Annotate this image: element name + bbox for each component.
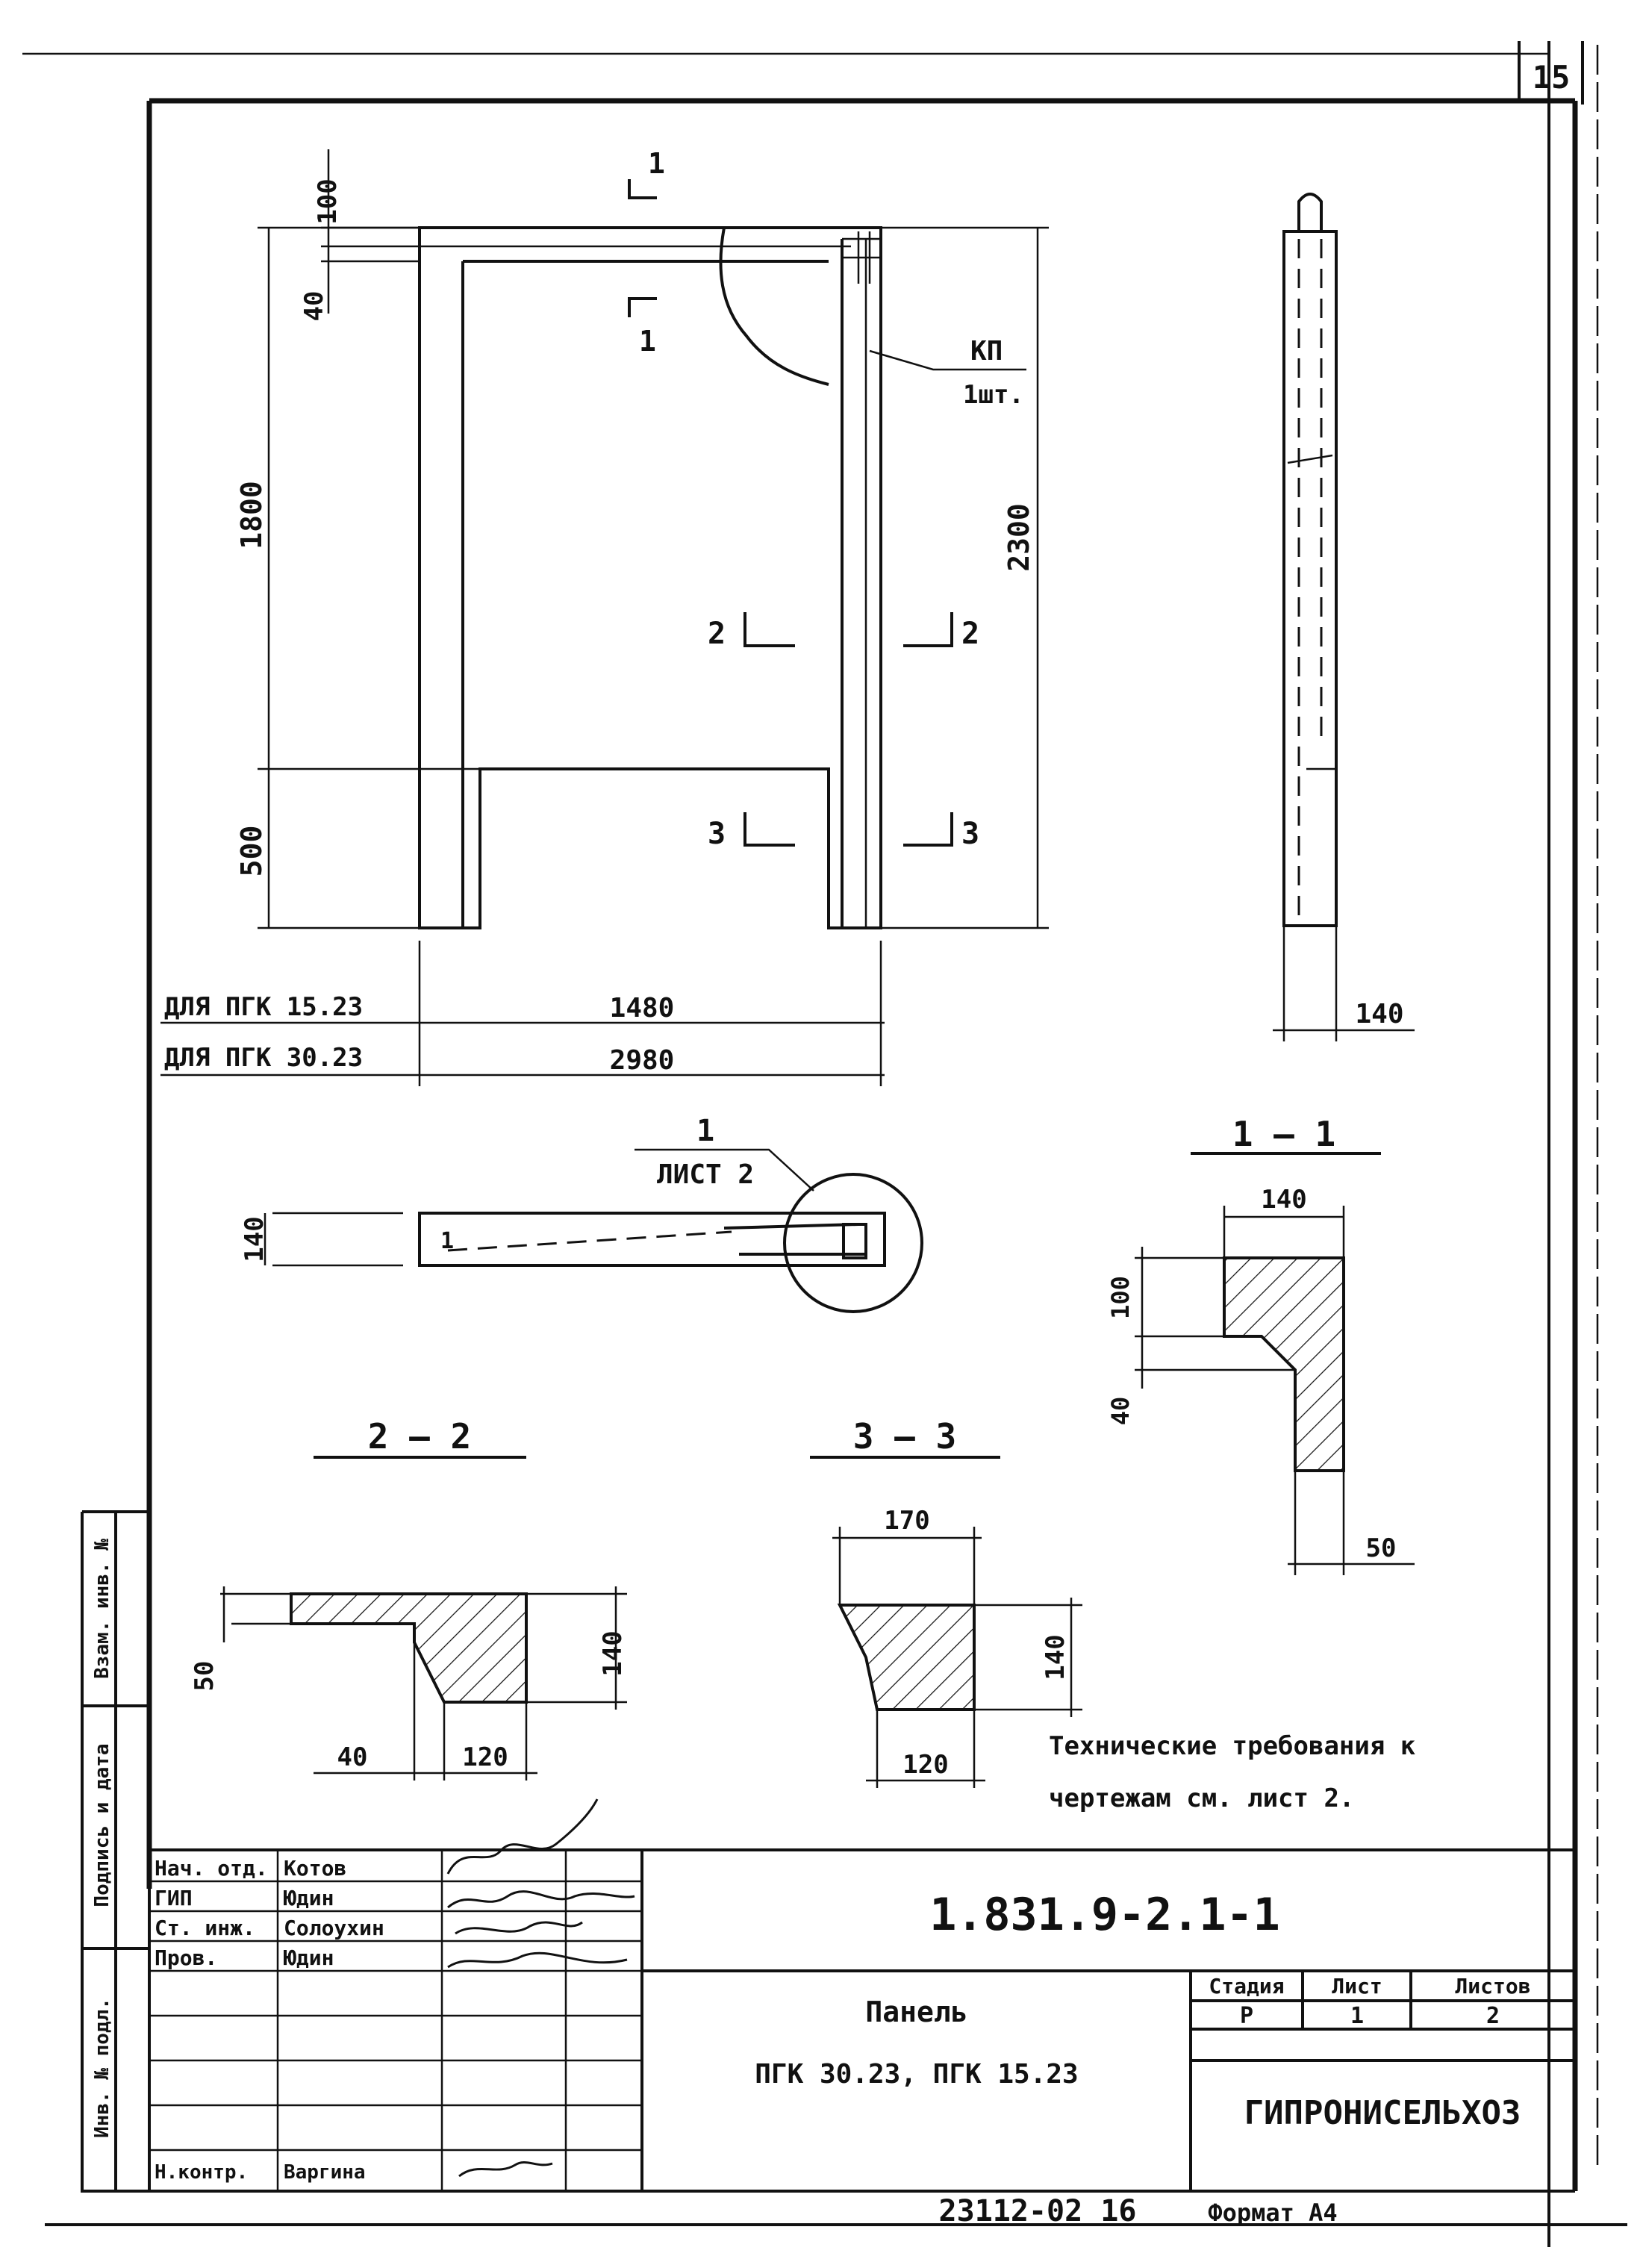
page-number: 15 bbox=[1533, 59, 1571, 96]
side-view bbox=[1273, 193, 1415, 1041]
section-1-1-h100: 100 bbox=[1106, 1276, 1135, 1319]
width-row-1-value: 1480 bbox=[610, 993, 675, 1024]
section-1-1-w50: 50 bbox=[1366, 1533, 1397, 1563]
ref-num: 1 bbox=[696, 1114, 714, 1148]
value-sheets: 2 bbox=[1486, 2003, 1500, 2029]
signer-5-name: Варгина bbox=[284, 2161, 366, 2184]
section-mark-2-right: 2 bbox=[961, 617, 979, 651]
width-row-1-label: ДЛЯ ПГК 15.23 bbox=[164, 992, 363, 1022]
title-block bbox=[148, 1848, 1575, 2193]
section-2-2-w40: 40 bbox=[337, 1742, 368, 1772]
section-mark-1-top: 1 bbox=[648, 147, 665, 180]
section-3-3 bbox=[810, 1456, 1082, 1788]
section-3-3-h140: 140 bbox=[1041, 1634, 1070, 1680]
header-sheets: Листов bbox=[1455, 1974, 1530, 1998]
section-1-1-w140: 140 bbox=[1261, 1185, 1306, 1215]
section-mark-1-bottom: 1 bbox=[639, 325, 656, 358]
signer-3-name: Солоухин bbox=[284, 1916, 384, 1940]
footer-ref: 23112-02 16 bbox=[939, 2194, 1137, 2228]
left-strip-label-2: Подпись и дата bbox=[91, 1743, 113, 1907]
plan-view bbox=[264, 1148, 923, 1313]
doc-code: 1.831.9-2.1-1 bbox=[929, 1889, 1280, 1941]
dim-40-top: 40 bbox=[299, 291, 329, 322]
value-sheet: 1 bbox=[1350, 2003, 1364, 2029]
section-3-3-title: 3 — 3 bbox=[853, 1416, 956, 1457]
ref-sheet: ЛИСТ 2 bbox=[657, 1159, 754, 1190]
notes-line-2: чертежам см. лист 2. bbox=[1049, 1783, 1354, 1813]
section-2-2-title: 2 — 2 bbox=[368, 1416, 471, 1457]
left-strip-label-1: Взам. инв. № bbox=[91, 1539, 113, 1679]
header-sheet: Лист bbox=[1332, 1974, 1382, 1998]
plan-inner-mark: 1 bbox=[440, 1228, 454, 1254]
value-stage: Р bbox=[1240, 2003, 1253, 2029]
signer-2-name: Юдин bbox=[284, 1886, 334, 1910]
org-name: ГИПРОНИСЕЛЬХОЗ bbox=[1244, 2094, 1521, 2132]
side-view-dim: 140 bbox=[1355, 999, 1403, 1029]
width-row-2-label: ДЛЯ ПГК 30.23 bbox=[164, 1043, 363, 1073]
signer-1-name: Котов bbox=[284, 1856, 346, 1881]
callout-part: КП bbox=[970, 336, 1003, 367]
section-2-2-h50: 50 bbox=[190, 1661, 219, 1692]
signatures bbox=[446, 1798, 635, 2178]
dim-500: 500 bbox=[235, 826, 268, 877]
sheet-frame bbox=[22, 41, 1627, 2247]
section-mark-3-right: 3 bbox=[961, 817, 979, 851]
section-2-2 bbox=[220, 1456, 627, 1781]
dim-2300: 2300 bbox=[1003, 503, 1035, 572]
dim-100-top: 100 bbox=[313, 178, 343, 224]
left-strip-label-3: Инв. № подл. bbox=[91, 1998, 113, 2138]
signer-1-role: Нач. отд. bbox=[155, 1856, 268, 1881]
section-1-1-title: 1 — 1 bbox=[1232, 1114, 1335, 1154]
section-2-2-w120: 120 bbox=[462, 1742, 508, 1772]
footer-format: Формат А4 bbox=[1208, 2199, 1337, 2227]
signer-4-role: Пров. bbox=[155, 1945, 217, 1970]
signer-4-name: Юдин bbox=[284, 1945, 334, 1970]
notes-line-1: Технические требования к bbox=[1049, 1731, 1415, 1761]
signer-2-role: ГИП bbox=[155, 1886, 193, 1910]
front-view bbox=[160, 149, 1049, 1086]
product-codes: ПГК 30.23, ПГК 15.23 bbox=[755, 2059, 1078, 2090]
plan-view-dim: 140 bbox=[240, 1216, 269, 1262]
signer-3-role: Ст. инж. bbox=[155, 1916, 255, 1940]
section-2-2-h140: 140 bbox=[598, 1630, 628, 1676]
product-name: Панель bbox=[865, 1996, 967, 2028]
left-strip bbox=[81, 1510, 149, 2193]
section-mark-3-left: 3 bbox=[708, 817, 726, 851]
header-stage: Стадия bbox=[1209, 1974, 1284, 1998]
section-1-1 bbox=[1135, 1152, 1415, 1575]
signer-5-role: Н.контр. bbox=[155, 2161, 248, 2184]
dim-1800: 1800 bbox=[235, 481, 268, 549]
section-1-1-h40: 40 bbox=[1106, 1397, 1135, 1426]
callout-qty: 1шт. bbox=[963, 380, 1024, 410]
section-mark-2-left: 2 bbox=[708, 617, 726, 651]
width-row-2-value: 2980 bbox=[610, 1045, 675, 1076]
section-3-3-w170: 170 bbox=[884, 1506, 929, 1536]
section-3-3-w120: 120 bbox=[902, 1750, 948, 1780]
